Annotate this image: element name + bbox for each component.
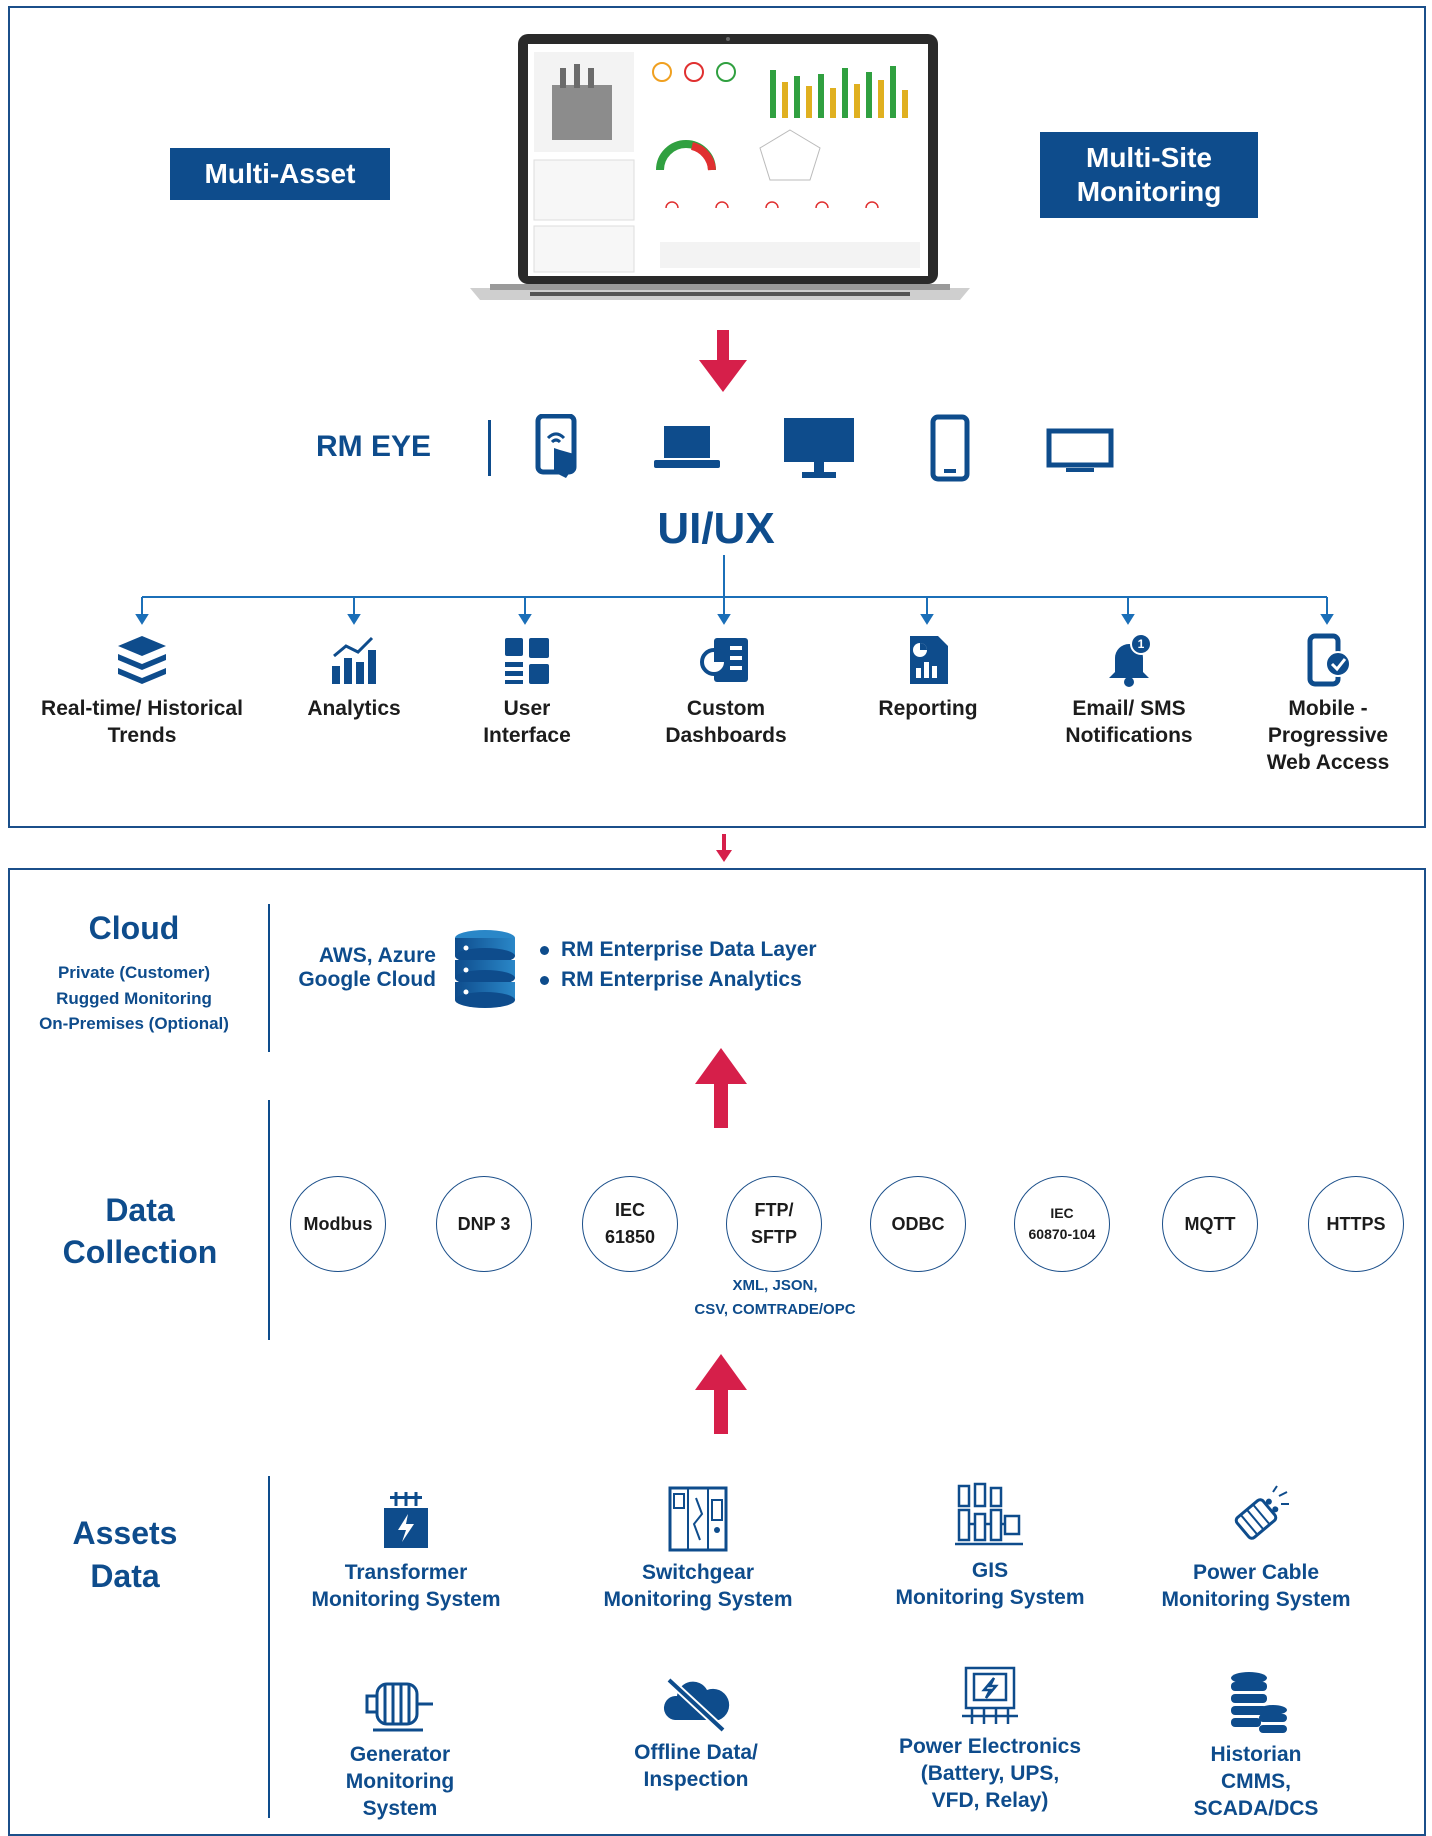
data-collection-title: Data Collection <box>62 1192 218 1270</box>
bullet-dot <box>540 945 549 955</box>
mobile-check-icon <box>1307 633 1351 687</box>
protocol-label: HTTPS <box>1326 1213 1386 1234</box>
bullet-item: RM Enterprise Analytics <box>540 968 817 992</box>
asset-label: Historian CMMS, SCADA/DCS <box>1193 1743 1319 1820</box>
offline-cloud-icon <box>663 1677 730 1733</box>
laptop-dashboard-mockup <box>470 30 970 320</box>
feature-reporting: Reporting <box>813 632 1043 723</box>
protocol-dnp3: DNP 3 <box>436 1176 532 1272</box>
cloud-providers: AWS, Azure Google Cloud <box>298 944 436 992</box>
protocol-label: DNP 3 <box>457 1213 511 1234</box>
bullet-label: RM Enterprise Analytics <box>561 968 802 991</box>
feature-user-interface: User Interface <box>412 632 642 750</box>
feature-label: Custom Dashboards <box>665 697 787 747</box>
assets-divider <box>268 1476 270 1818</box>
feature-label: Analytics <box>307 697 401 720</box>
layers-stack-icon <box>118 636 166 684</box>
protocol-https: HTTPS <box>1308 1176 1404 1272</box>
asset-label: Transformer Monitoring System <box>311 1561 501 1611</box>
asset-power-electronics: Power Electronics (Battery, UPS, VFD, Re… <box>860 1664 1120 1815</box>
asset-power-cable: Power Cable Monitoring System <box>1126 1484 1386 1614</box>
desktop-monitor-icon <box>784 418 854 478</box>
data-collection-divider <box>268 1100 270 1340</box>
feature-analytics: Analytics <box>239 632 469 723</box>
feature-label: Reporting <box>878 697 978 720</box>
assets-data-title: Assets Data <box>72 1515 178 1595</box>
protocol-modbus: Modbus <box>290 1176 386 1272</box>
protocol-label: FTP/ SFTP <box>750 1200 797 1247</box>
feature-connectors <box>135 555 1334 625</box>
power-cable-icon <box>1234 1485 1289 1540</box>
protocol-mqtt: MQTT <box>1162 1176 1258 1272</box>
bullet-label: RM Enterprise Data Layer <box>561 938 817 961</box>
switchgear-icon <box>668 1486 728 1552</box>
arrow-up-icon <box>695 1354 747 1434</box>
asset-label: Power Cable Monitoring System <box>1161 1561 1351 1611</box>
asset-offline-data: Offline Data/ Inspection <box>566 1674 826 1794</box>
protocol-odbc: ODBC <box>870 1176 966 1272</box>
gis-icon <box>955 1482 1023 1546</box>
data-formats: XML, JSON, CSV, COMTRADE/OPC <box>694 1277 856 1318</box>
dashboard-report-icon <box>700 638 748 682</box>
bullet-dot <box>540 975 549 985</box>
uiux-title: UI/UX <box>657 504 775 553</box>
asset-label: Switchgear Monitoring System <box>603 1561 793 1611</box>
rm-eye-label: RM EYE <box>316 430 432 463</box>
bottom-panel <box>8 868 1426 1836</box>
laptop-icon <box>654 426 720 468</box>
asset-label: Power Electronics (Battery, UPS, VFD, Re… <box>898 1735 1082 1812</box>
asset-transformer: Transformer Monitoring System <box>276 1490 536 1614</box>
protocol-iec-61850: IEC 61850 <box>582 1176 678 1272</box>
multi-site-monitoring-tag: Multi-Site Monitoring <box>1040 132 1258 218</box>
arrow-down-icon <box>699 330 747 392</box>
multi-asset-tag: Multi-Asset <box>170 148 390 200</box>
bullet-item: RM Enterprise Data Layer <box>540 938 817 962</box>
protocol-label: ODBC <box>891 1213 945 1234</box>
power-electronics-icon <box>962 1666 1018 1724</box>
feature-trends: Real-time/ Historical Trends <box>27 632 257 750</box>
cloud-divider <box>268 904 270 1052</box>
asset-label: GIS Monitoring System <box>895 1559 1085 1609</box>
protocol-iec-60870: IEC 60870-104 <box>1014 1176 1110 1272</box>
svg-text:1: 1 <box>1138 637 1145 651</box>
asset-gis: GIS Monitoring System <box>860 1480 1120 1612</box>
feature-label: Real-time/ Historical Trends <box>41 697 243 747</box>
notification-bell-icon: 1 <box>1109 633 1152 687</box>
rm-eye-divider <box>488 420 491 476</box>
asset-switchgear: Switchgear Monitoring System <box>568 1484 828 1614</box>
grid-layout-icon <box>505 638 549 684</box>
cloud-subtitle: Private (Customer) Rugged Monitoring On-… <box>39 963 229 1033</box>
cloud-bullets: RM Enterprise Data Layer RM Enterprise A… <box>540 938 817 992</box>
protocol-ftp-sftp: FTP/ SFTP <box>726 1176 822 1272</box>
report-document-icon <box>910 636 948 684</box>
protocol-label: IEC 61850 <box>604 1200 656 1247</box>
feature-mobile-web-access: Mobile - Progressive Web Access <box>1213 632 1432 777</box>
protocol-label: Modbus <box>303 1213 373 1234</box>
asset-generator: Generator Monitoring System <box>270 1674 530 1823</box>
top-panel <box>8 6 1426 828</box>
feature-label: User Interface <box>483 697 571 747</box>
analytics-chart-icon <box>332 636 376 684</box>
generator-icon <box>365 1682 433 1732</box>
asset-label: Offline Data/ Inspection <box>634 1741 758 1791</box>
database-icon <box>455 930 515 1008</box>
feature-label: Email/ SMS Notifications <box>1065 697 1193 747</box>
protocol-label: MQTT <box>1184 1213 1236 1234</box>
asset-historian: Historian CMMS, SCADA/DCS <box>1126 1670 1386 1823</box>
arrow-down-small-icon <box>716 834 732 862</box>
cloud-title: Cloud <box>88 910 180 946</box>
arrow-up-icon <box>695 1048 747 1128</box>
touch-tablet-icon <box>535 414 577 478</box>
feature-label: Mobile - Progressive Web Access <box>1266 697 1390 774</box>
protocol-label: IEC 60870-104 <box>1028 1205 1096 1242</box>
asset-label: Generator Monitoring System <box>345 1743 455 1820</box>
transformer-icon <box>384 1492 428 1548</box>
feature-notifications: 1 Email/ SMS Notifications <box>1014 632 1244 750</box>
feature-custom-dashboards: Custom Dashboards <box>611 632 841 750</box>
historian-database-icon <box>1231 1672 1287 1733</box>
smartphone-icon <box>930 414 970 482</box>
tv-display-icon <box>1046 428 1114 472</box>
